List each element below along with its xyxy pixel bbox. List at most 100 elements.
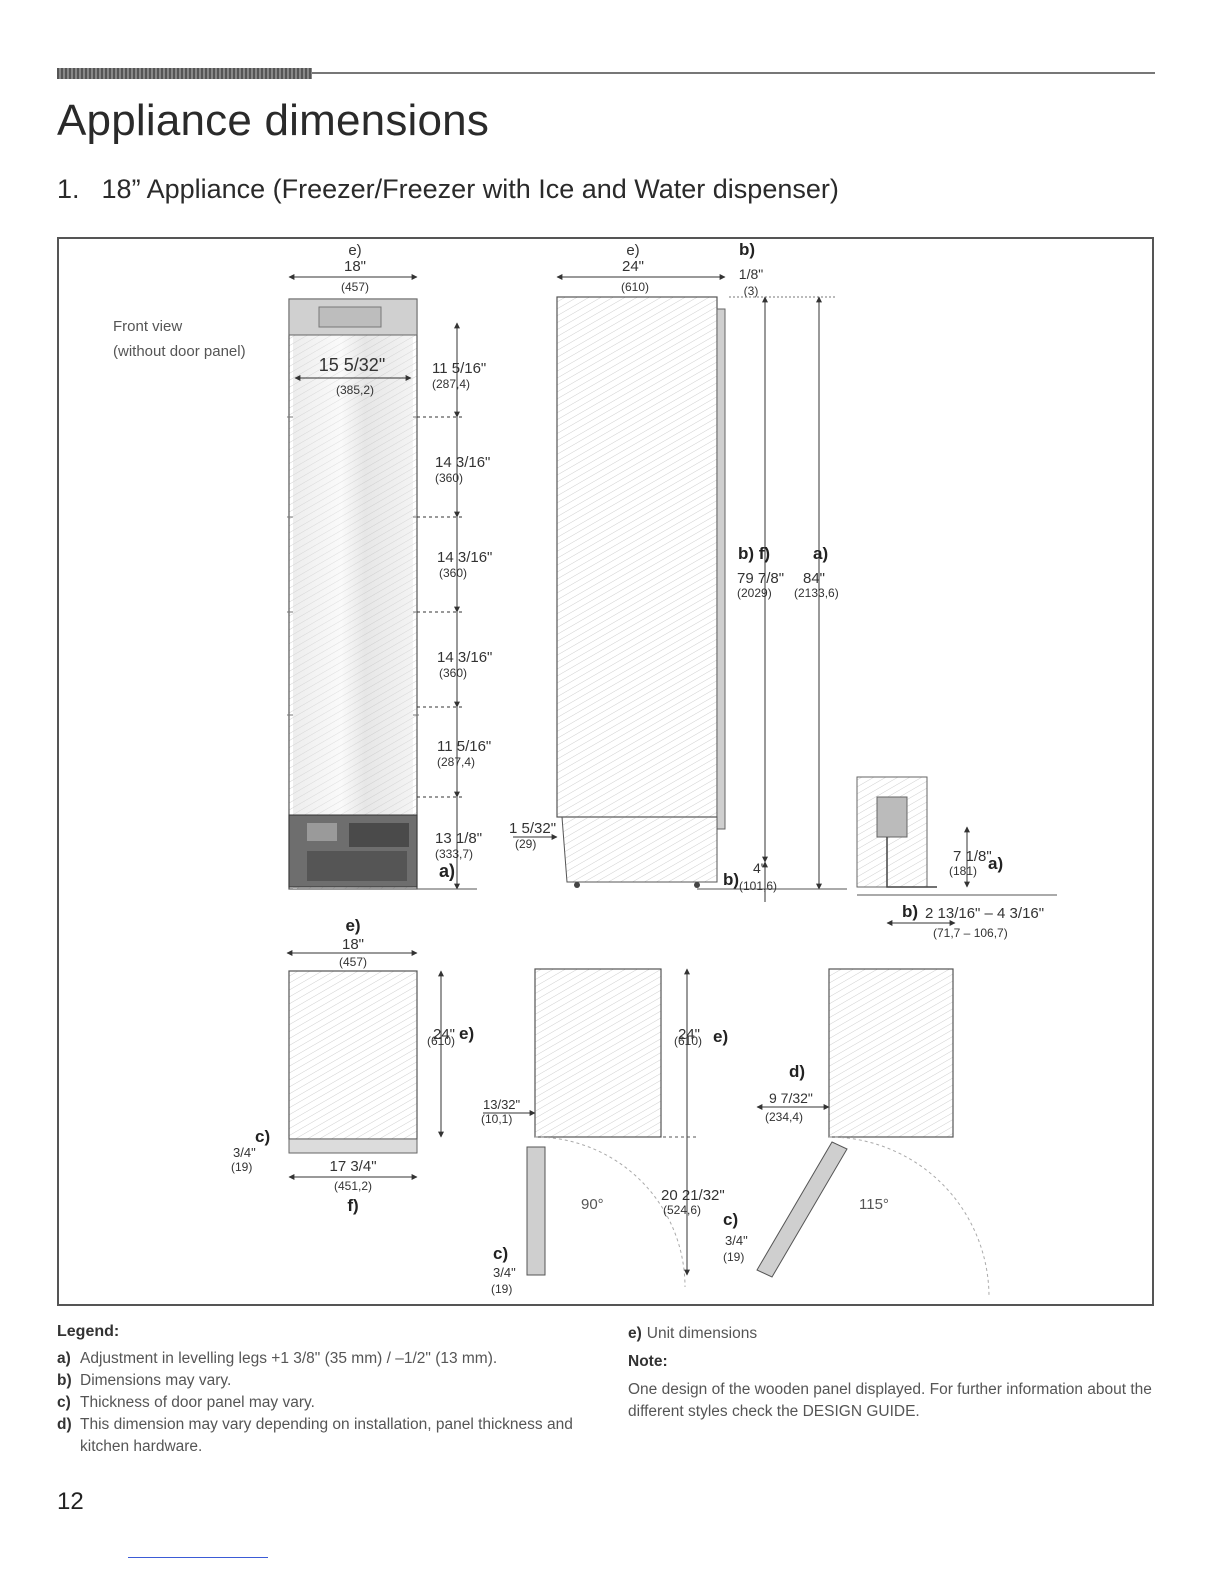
side-view: e) 24" (610) b) 1/8" (3) 1 5/32" (29) b)… <box>509 240 847 902</box>
top1-bottom-tag: f) <box>347 1196 358 1215</box>
legend-item-tag: d) <box>57 1416 72 1433</box>
front-view-label: Front view <box>113 318 182 335</box>
top2-panel-tag: c) <box>493 1244 508 1263</box>
detail-view: 7 1/8" (181) a) b) 2 13/16" – 4 3/16" (7… <box>856 776 1057 940</box>
front-seg2-mm: (360) <box>435 471 463 485</box>
section-heading: 1. 18” Appliance (Freezer/Freezer with Ic… <box>57 174 839 205</box>
side-depth-tag: e) <box>626 242 639 259</box>
section-title: 18” Appliance (Freezer/Freezer with Ice … <box>101 174 839 204</box>
legend-item-tag: a) <box>57 1350 71 1367</box>
side-toe-tag: b) <box>723 870 739 889</box>
front-seg6-mm: (333,7) <box>435 847 473 861</box>
side-gap-in: 1/8" <box>739 266 763 282</box>
front-seg6-tag: a) <box>439 861 455 881</box>
side-gap-tag: b) <box>739 240 755 259</box>
legend-e-text: Unit dimensions <box>646 1325 758 1342</box>
top2-offset-in: 13/32" <box>483 1097 521 1112</box>
detail-range-mm: (71,7 – 106,7) <box>933 926 1008 940</box>
legend-item: c) Thickness of door panel may vary. <box>57 1392 597 1414</box>
top2-cabinet <box>534 968 662 1138</box>
top1-depth-mm: (610) <box>427 1034 455 1048</box>
detail-height-mm: (181) <box>949 864 977 878</box>
legend-e-tag: e) <box>628 1325 642 1342</box>
front-seg4-in: 14 3/16" <box>437 649 492 666</box>
note-text: One design of the wooden panel displayed… <box>628 1381 1152 1420</box>
top2-angle: 90° <box>581 1196 604 1213</box>
top2-swing-in: 20 21/32" <box>661 1187 725 1204</box>
front-width-tag: e) <box>348 242 361 259</box>
detail-range-in: 2 13/16" – 4 3/16" <box>925 905 1044 922</box>
side-gap-mm: (3) <box>744 284 759 298</box>
top1-depth-in: 24" <box>433 1026 455 1043</box>
front-seg3-in: 14 3/16" <box>437 549 492 566</box>
top2-panel-in: 3/4" <box>493 1265 516 1280</box>
dimension-diagram: Front view (without door panel) e) 18" (… <box>113 240 1057 1298</box>
legend-item: d) This dimension may vary depending on i… <box>57 1414 597 1458</box>
side-toe-mm: (101,6) <box>739 879 777 893</box>
side-height-a-mm: (2133,6) <box>794 586 839 600</box>
front-seg5-mm: (287,4) <box>437 755 475 769</box>
front-seg1-mm: (287,4) <box>432 377 470 391</box>
side-toe-in: 4" <box>753 860 766 876</box>
side-kick-mm: (29) <box>515 837 536 851</box>
side-height-bf-in: 79 7/8" <box>737 570 784 587</box>
front-width-mm: (457) <box>341 280 369 294</box>
side-depth-mm: (610) <box>621 280 649 294</box>
top2-depth-in: 24" <box>678 1026 700 1043</box>
top1-panel-mm: (19) <box>231 1160 252 1174</box>
top2-offset-mm: (10,1) <box>481 1112 512 1126</box>
diagram-frame <box>57 237 1154 1306</box>
legend-item-tag: c) <box>57 1394 71 1411</box>
top1-bottom-mm: (451,2) <box>334 1179 372 1193</box>
legend-item-text: Adjustment in levelling legs +1 3/8" (35… <box>80 1350 498 1367</box>
top2-door <box>526 1146 546 1276</box>
front-inner-width-mm: (385,2) <box>336 383 374 397</box>
top3-angle: 115° <box>859 1196 889 1213</box>
front-view-sublabel: (without door panel) <box>113 343 246 360</box>
front-seg2-in: 14 3/16" <box>435 454 490 471</box>
front-seg5-in: 11 5/16" <box>437 738 491 755</box>
top-view-3: d) 9 7/32" (234,4) 115° c) 3/4" (19) <box>723 968 990 1298</box>
side-height-a-in: 84" <box>803 570 825 587</box>
top1-panel-tag: c) <box>255 1127 270 1146</box>
top1-depth-tag: e) <box>459 1024 474 1043</box>
top-view-2: 24" (610) e) 13/32" (10,1) 90° 20 21/32"… <box>481 968 728 1296</box>
top1-width-in: 18" <box>342 936 364 953</box>
legend-right-column: e)Unit dimensions Note: One design of th… <box>628 1323 1154 1423</box>
top3-panel-in: 3/4" <box>725 1233 748 1248</box>
page-title: Appliance dimensions <box>57 96 490 145</box>
front-width-in: 18" <box>344 258 366 275</box>
legend-item-text: Thickness of door panel may vary. <box>80 1394 315 1411</box>
legend-item-tag: b) <box>57 1372 72 1389</box>
top2-swing-mm: (524,6) <box>663 1203 701 1217</box>
top3-panel-mm: (19) <box>723 1250 744 1264</box>
detail-height-in: 7 1/8" <box>953 848 992 865</box>
note-title: Note: <box>628 1353 668 1370</box>
top2-depth-tag: e) <box>713 1027 728 1046</box>
detail-range-tag: b) <box>902 902 918 921</box>
header-accent-bar <box>57 68 312 79</box>
legend-item-e: e)Unit dimensions <box>628 1323 1154 1345</box>
legend-list: a) Adjustment in levelling legs +1 3/8" (… <box>57 1348 597 1458</box>
top1-width-mm: (457) <box>339 955 367 969</box>
side-cabinet <box>556 296 718 818</box>
top3-cabinet <box>828 968 954 1138</box>
footer-rule <box>128 1557 268 1558</box>
side-height-bf-tag: b) f) <box>738 544 770 563</box>
top1-panel-in: 3/4" <box>233 1145 256 1160</box>
detail-height-tag: a) <box>988 854 1003 873</box>
legend-item-text: This dimension may vary depending on ins… <box>80 1416 573 1455</box>
top1-width-tag: e) <box>345 916 360 935</box>
page-number: 12 <box>57 1488 84 1515</box>
front-seg4-mm: (360) <box>439 666 467 680</box>
top3-tag: d) <box>789 1062 805 1081</box>
top2-depth-mm: (610) <box>674 1034 702 1048</box>
top2-panel-mm: (19) <box>491 1282 512 1296</box>
front-seg1-in: 11 5/16" <box>432 360 486 377</box>
legend-item: a) Adjustment in levelling legs +1 3/8" (… <box>57 1348 597 1370</box>
top1-bottom-in: 17 3/4" <box>329 1158 376 1175</box>
top3-panel-tag: c) <box>723 1210 738 1229</box>
section-number: 1. <box>57 174 80 204</box>
front-seg3-mm: (360) <box>439 566 467 580</box>
front-view: Front view (without door panel) e) 18" (… <box>113 242 492 890</box>
